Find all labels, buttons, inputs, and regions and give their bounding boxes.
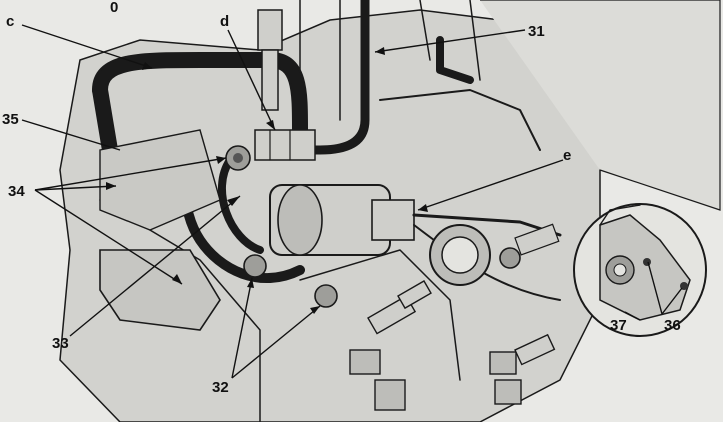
- callout-top-fragment: 0: [110, 0, 118, 16]
- bolt-32-right: [314, 284, 338, 308]
- callout-labels: c 0 d 31 35 e 34 33 32 37 36: [2, 0, 681, 396]
- callout-34: 34: [8, 183, 25, 200]
- callout-e: e: [563, 147, 571, 164]
- pipe-union: [254, 9, 316, 161]
- port-opening: [429, 224, 491, 286]
- leader-lines: [21, 24, 683, 379]
- callout-36: 36: [664, 317, 681, 334]
- bolt-34-mid: [225, 145, 251, 171]
- callout-37: 37: [610, 317, 627, 334]
- callout-33: 33: [52, 335, 69, 352]
- bolt-right-a: [499, 223, 560, 269]
- pump-flange: [99, 129, 221, 331]
- callout-c: c: [6, 13, 14, 30]
- inset-detail: [573, 203, 707, 337]
- stud-bolts: [349, 280, 556, 411]
- callout-35: 35: [2, 111, 19, 128]
- bolt-32-left: [243, 254, 267, 278]
- callout-32: 32: [212, 379, 229, 396]
- callout-31: 31: [528, 23, 545, 40]
- callout-d: d: [220, 13, 229, 30]
